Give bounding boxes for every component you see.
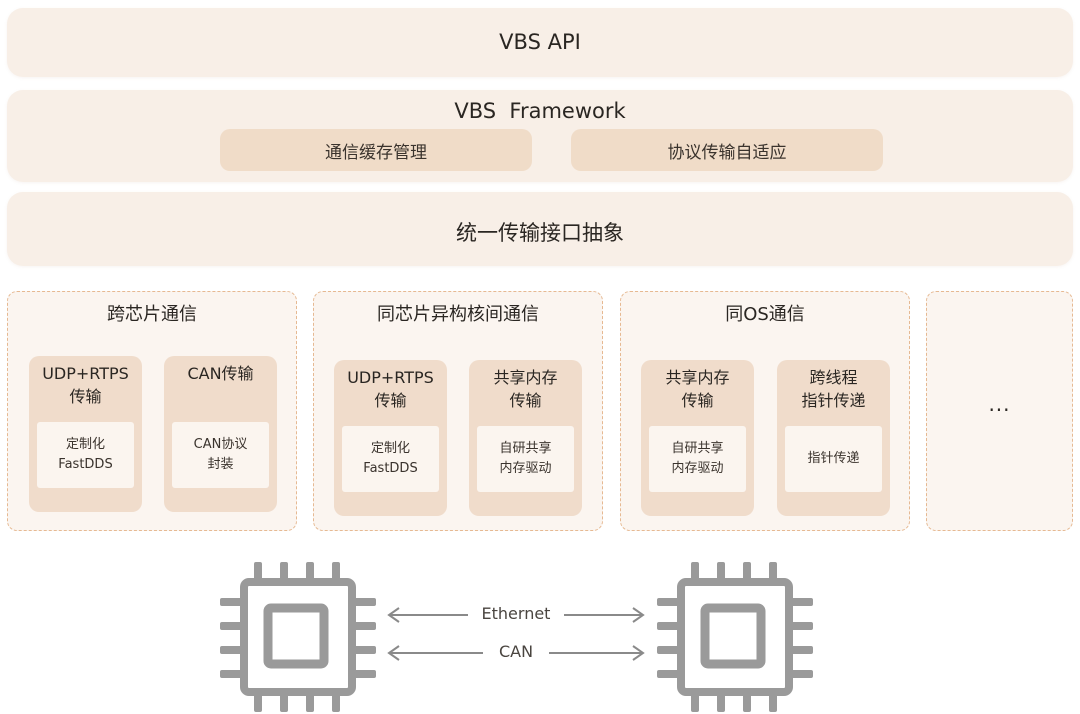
card-udp-rtps: UDP+RTPS 传输 定制化 FastDDS bbox=[29, 356, 142, 512]
card-title: UDP+RTPS 传输 bbox=[347, 368, 434, 410]
vbs-framework-title: VBS Framework bbox=[454, 99, 626, 123]
card-detail: CAN协议 封装 bbox=[172, 422, 269, 488]
card-detail: 定制化 FastDDS bbox=[342, 426, 439, 492]
vbs-api-title: VBS API bbox=[499, 30, 581, 54]
chip-icon bbox=[657, 562, 813, 712]
unified-transport-title: 统一传输接口抽象 bbox=[456, 221, 624, 245]
unified-transport-layer: 统一传输接口抽象 bbox=[7, 192, 1073, 266]
card-title: 共享内存 传输 bbox=[665, 368, 730, 410]
card-udp-rtps: UDP+RTPS 传输 定制化 FastDDS bbox=[334, 360, 447, 516]
group-same-chip-hetero: 同芯片异构核间通信 UDP+RTPS 传输 定制化 FastDDS 共享内存 传… bbox=[313, 291, 603, 531]
card-title: CAN传输 bbox=[187, 364, 254, 383]
card-detail: 自研共享 内存驱动 bbox=[649, 426, 746, 492]
group-title: 同芯片异构核间通信 bbox=[377, 304, 539, 325]
group-same-os: 同OS通信 共享内存 传输 自研共享 内存驱动 跨线程 指针传递 指针传递 bbox=[620, 291, 910, 531]
more-ellipsis: ... bbox=[988, 392, 1011, 416]
card-detail: 自研共享 内存驱动 bbox=[477, 426, 574, 492]
card-title: UDP+RTPS 传输 bbox=[42, 364, 129, 406]
group-title: 同OS通信 bbox=[725, 304, 805, 325]
protocol-adaptive-pill: 协议传输自适应 bbox=[571, 129, 883, 171]
vbs-api-layer: VBS API bbox=[7, 8, 1073, 77]
card-title: 共享内存 传输 bbox=[493, 368, 558, 410]
card-detail: 定制化 FastDDS bbox=[37, 422, 134, 488]
ethernet-label: Ethernet bbox=[468, 604, 564, 623]
card-shared-memory: 共享内存 传输 自研共享 内存驱动 bbox=[469, 360, 582, 516]
card-shared-memory: 共享内存 传输 自研共享 内存驱动 bbox=[641, 360, 754, 516]
vbs-framework-layer: VBS Framework 通信缓存管理 协议传输自适应 bbox=[7, 90, 1073, 182]
comm-cache-management-pill: 通信缓存管理 bbox=[220, 129, 532, 171]
can-label: CAN bbox=[483, 642, 549, 661]
group-title: 跨芯片通信 bbox=[107, 304, 197, 325]
chip-icon bbox=[220, 562, 376, 712]
card-can: CAN传输 CAN协议 封装 bbox=[164, 356, 277, 512]
group-more: ... bbox=[926, 291, 1073, 531]
card-cross-thread-pointer: 跨线程 指针传递 指针传递 bbox=[777, 360, 890, 516]
card-title: 跨线程 指针传递 bbox=[801, 368, 866, 410]
group-cross-chip: 跨芯片通信 UDP+RTPS 传输 定制化 FastDDS CAN传输 CAN协… bbox=[7, 291, 297, 531]
card-detail: 指针传递 bbox=[785, 426, 882, 492]
